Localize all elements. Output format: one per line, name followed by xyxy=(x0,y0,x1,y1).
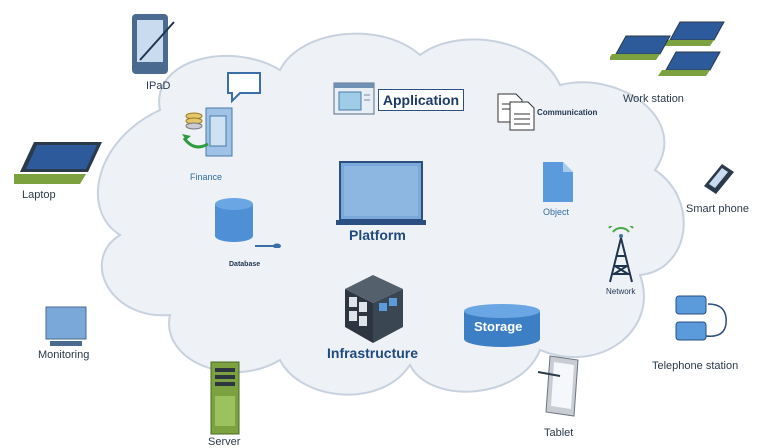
database-label: Database xyxy=(229,261,261,268)
object-label: Object xyxy=(543,207,570,217)
laptop-icon[interactable] xyxy=(12,140,104,188)
platform-label: Platform xyxy=(349,227,406,243)
workstation-label: Work station xyxy=(623,93,684,105)
smartphone-icon[interactable] xyxy=(700,160,740,196)
telephone-icon[interactable] xyxy=(668,290,732,350)
server-cube-icon xyxy=(345,275,403,343)
finance-label: Finance xyxy=(190,172,223,182)
infrastructure-label: Infrastructure xyxy=(327,345,419,361)
communication-label: Communication xyxy=(537,108,598,117)
server-tower-icon[interactable] xyxy=(209,360,241,436)
platform-screen-icon xyxy=(336,161,426,225)
monitoring-label: Monitoring xyxy=(38,349,90,361)
speech-bubble-icon xyxy=(227,72,261,104)
database-cylinder-icon xyxy=(215,198,281,248)
tablet-label: Tablet xyxy=(544,427,574,439)
application-window-icon xyxy=(333,82,375,115)
smartphone-label: Smart phone xyxy=(686,203,749,215)
server-label: Server xyxy=(208,436,241,448)
workstation-laptops-icon[interactable] xyxy=(610,18,740,80)
network-label: Network xyxy=(606,287,636,296)
storage-disk-icon xyxy=(464,304,540,347)
storage-label: Storage xyxy=(474,319,523,334)
tablet-icon[interactable] xyxy=(536,352,588,422)
documents-icon xyxy=(497,93,535,131)
monitor-icon[interactable] xyxy=(44,305,90,349)
telephone-label: Telephone station xyxy=(652,360,739,372)
laptop-label: Laptop xyxy=(22,189,56,201)
application-label: Application xyxy=(378,89,464,111)
finance-safe-icon xyxy=(182,107,233,157)
ipad-icon[interactable] xyxy=(130,12,178,78)
object-file-icon xyxy=(543,162,573,202)
ipad-label: IPaD xyxy=(146,80,171,92)
network-tower-icon xyxy=(608,226,634,283)
